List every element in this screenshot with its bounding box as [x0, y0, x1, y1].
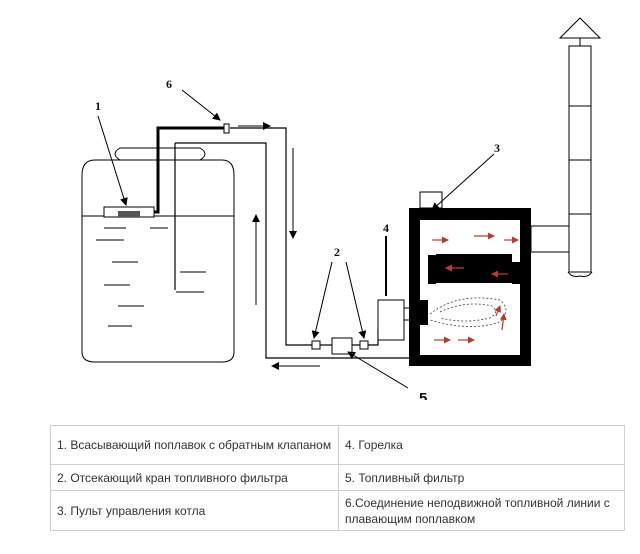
control-panel	[419, 191, 443, 209]
chimney	[530, 17, 602, 277]
suction-float	[103, 206, 155, 218]
boiler-fuel-system-diagram: 1 2 3 4 5 6	[81, 17, 602, 400]
legend-row: 2. Отсекающий кран топливного фильтра 5.…	[50, 464, 625, 491]
callout-6: 6	[166, 77, 172, 91]
callout-4: 4	[383, 221, 389, 235]
line-connector	[223, 123, 230, 134]
gas-flow-arrows	[432, 232, 519, 344]
legend-item-3: 3. Пульт управления котла	[50, 490, 339, 531]
legend-item-4: 4. Горелка	[338, 425, 625, 465]
leader-lines	[97, 89, 495, 389]
callout-3: 3	[494, 141, 500, 155]
legend-item-5: 5. Топливный фильтр	[338, 464, 625, 491]
legend-row: 1. Всасывающий поплавок с обратным клапа…	[50, 425, 625, 465]
legend-row: 3. Пульт управления котла 6.Соединение н…	[50, 490, 625, 531]
flow-arrows	[238, 122, 320, 370]
callout-1: 1	[95, 99, 101, 113]
fuel-level-marks	[96, 227, 206, 327]
shutoff-valve	[311, 340, 369, 350]
legend-table: 1. Всасывающий поплавок с обратным клапа…	[50, 425, 625, 531]
callout-5: 5	[419, 390, 427, 400]
fuel-supply-line	[154, 126, 413, 359]
fuel-filter	[331, 337, 353, 355]
legend-item-2: 2. Отсекающий кран топливного фильтра	[50, 464, 339, 491]
boiler	[409, 208, 531, 366]
legend-item-1: 1. Всасывающий поплавок с обратным клапа…	[50, 425, 339, 465]
legend-item-6: 6.Соединение неподвижной топливной линии…	[338, 490, 625, 531]
callout-2: 2	[334, 245, 340, 259]
